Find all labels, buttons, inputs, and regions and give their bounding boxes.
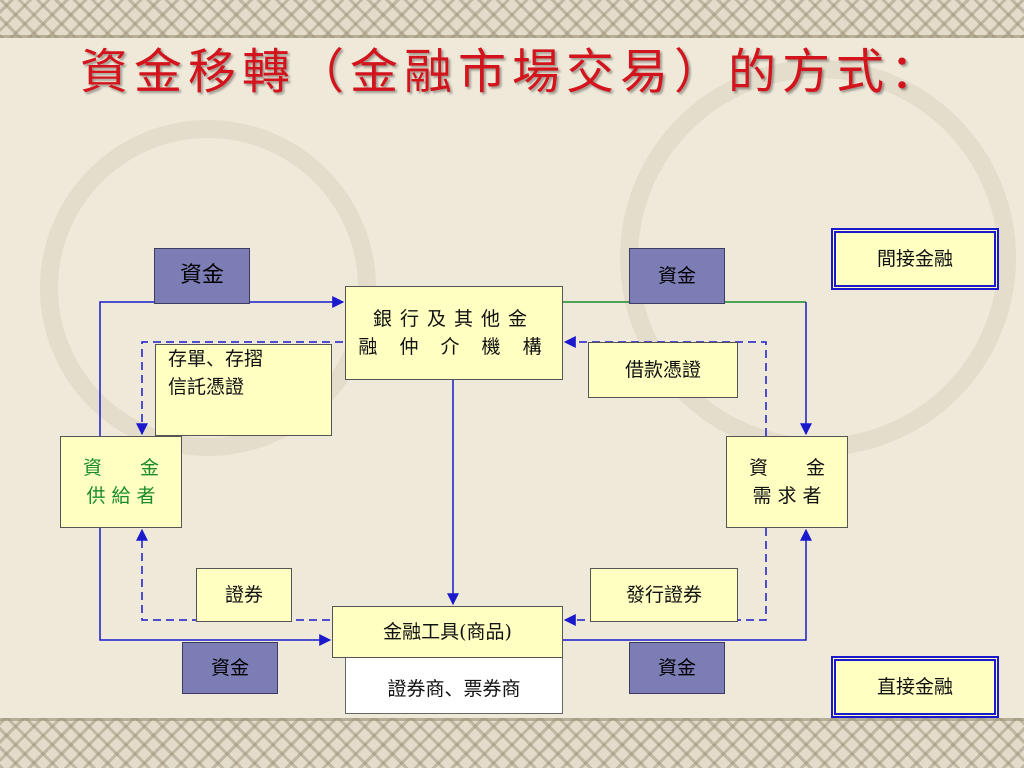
dashed-line-instrument-to-supplier — [136, 528, 330, 621]
fund-tag-label: 資金 — [657, 265, 696, 287]
financial-intermediary-box: 銀行及其他金 融 仲 介 機 構 — [345, 286, 563, 380]
loan-voucher-label: 借款憑證 — [588, 342, 738, 398]
deposit-certificate-label: 存單、存摺 信託憑證 — [155, 344, 332, 436]
deposit-line-1: 存單、存摺 — [168, 348, 264, 370]
fund-tag-label: 資金 — [210, 657, 249, 679]
fund-supplier-box: 資 金 供 給 者 — [60, 436, 182, 528]
supplier-line-1: 資 金 — [82, 457, 159, 479]
securities-text: 證券 — [224, 584, 263, 606]
securities-label: 證券 — [196, 568, 292, 622]
supplier-line-2: 供 給 者 — [86, 485, 156, 507]
fund-tag-bottom-left: 資金 — [182, 642, 278, 694]
legend-direct-label: 直接金融 — [876, 676, 953, 698]
issue-securities-text: 發行證券 — [625, 584, 702, 606]
fund-tag-bottom-right: 資金 — [629, 642, 725, 694]
page-title: 資金移轉（金融市場交易）的方式： — [79, 44, 944, 100]
legend-indirect-finance: 間接金融 — [831, 228, 999, 290]
flow-line-supplier-to-instrument — [99, 528, 332, 646]
financial-instrument-box: 金融工具(商品) — [332, 606, 563, 658]
demander-line-2: 需 求 者 — [752, 485, 822, 507]
instrument-text: 金融工具(商品) — [383, 621, 512, 643]
fund-tag-label: 資金 — [179, 263, 224, 288]
broker-box: 證券商、票券商 — [345, 652, 563, 714]
fund-demander-box: 資 金 需 求 者 — [726, 436, 848, 528]
flow-line-supplier-to-intermediary — [99, 296, 345, 436]
intermediary-line-1: 銀行及其他金 — [372, 308, 535, 330]
issue-securities-label: 發行證券 — [590, 568, 738, 622]
fund-tag-top-right: 資金 — [629, 248, 725, 304]
fund-tag-top-left: 資金 — [154, 248, 250, 304]
legend-indirect-label: 間接金融 — [876, 248, 953, 270]
broker-text: 證券商、票券商 — [387, 678, 521, 700]
demander-line-1: 資 金 — [748, 457, 825, 479]
bottom-border-frieze — [0, 718, 1024, 768]
dashed-line-intermediary-to-supplier — [136, 341, 343, 436]
fund-tag-label: 資金 — [657, 657, 696, 679]
legend-direct-finance: 直接金融 — [831, 656, 999, 718]
top-border-frieze — [0, 0, 1024, 38]
loan-voucher-text: 借款憑證 — [624, 359, 701, 381]
intermediary-line-2: 融 仲 介 機 構 — [358, 336, 550, 358]
deposit-line-2: 信託憑證 — [168, 376, 245, 398]
flow-line-instrument-to-demander — [563, 528, 812, 641]
